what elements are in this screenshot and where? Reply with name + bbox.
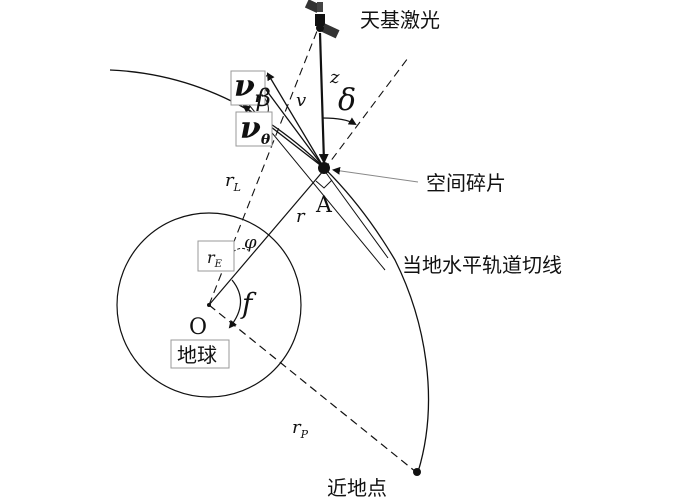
f-label: f <box>240 287 257 320</box>
laser-radius-line <box>208 25 320 306</box>
v-label: v <box>296 90 306 111</box>
debris-radius-line <box>208 169 325 306</box>
earth-label-box <box>170 339 230 369</box>
velocity-vr-arrow <box>256 77 325 169</box>
point-A-label: A <box>315 193 333 218</box>
f-angle-arc <box>228 279 242 329</box>
rE-label-box <box>197 240 235 272</box>
vr-label-box <box>230 70 266 106</box>
velocity-dashed-guide <box>232 73 269 107</box>
debris-pointer-line <box>332 166 419 183</box>
origin-O-label: O <box>189 315 207 340</box>
velocity-v-arrow <box>266 72 325 169</box>
earth-label: 地球 <box>177 343 217 367</box>
origin-point <box>207 303 211 307</box>
delta-label: δ <box>338 83 356 118</box>
z-label: z <box>329 67 340 88</box>
debris-orbit <box>109 69 430 473</box>
rP-label: rP <box>292 417 309 441</box>
perigee-radius-line <box>208 304 417 473</box>
right-angle-mark <box>315 179 333 189</box>
debris-label: 空间碎片 <box>426 171 506 195</box>
vtheta-label: νθ <box>240 111 271 148</box>
delta-angle-arc <box>322 117 357 126</box>
vr-label: νr <box>234 69 264 106</box>
rL-label: rL <box>225 170 241 194</box>
r-label: r <box>296 206 306 227</box>
laser-beam-arrow <box>318 32 329 164</box>
perigee-label: 近地点 <box>327 476 387 499</box>
earth-circle <box>116 212 302 398</box>
tangent-line-2 <box>323 169 389 259</box>
satellite-icon <box>304 0 340 39</box>
rE-label: rE <box>207 248 223 270</box>
laser-label: 天基激光 <box>360 8 440 32</box>
phi-label: φ <box>244 232 257 253</box>
debris-point <box>318 162 330 174</box>
vtheta-label-box <box>235 111 273 147</box>
radial-extension-line <box>323 57 409 171</box>
beta-label: β <box>256 84 271 112</box>
perigee-point <box>413 468 421 476</box>
tangent-label: 当地水平轨道切线 <box>402 253 562 277</box>
